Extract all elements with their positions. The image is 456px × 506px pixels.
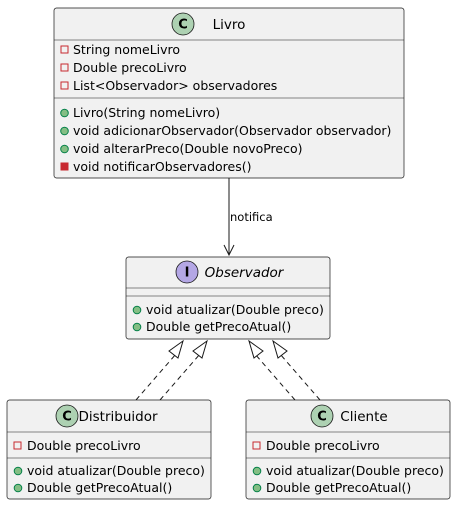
public-method-icon (60, 108, 69, 118)
public-method-icon (13, 483, 23, 493)
public-method-icon (252, 483, 262, 493)
cliente-method: Double getPrecoAtual() (266, 480, 411, 495)
association-notifica: notifica (223, 178, 273, 257)
realization-triangle-icon (192, 339, 208, 359)
distribuidor-title: Distribuidor (78, 409, 157, 425)
cliente-badge-letter: C (317, 410, 327, 425)
private-attribute-icon (60, 81, 69, 90)
class-badge-icon (310, 404, 334, 428)
arrow-head-icon (223, 244, 235, 257)
association-label: notifica (230, 210, 273, 224)
realization-triangle-icon (168, 339, 184, 359)
livro-method: void alterarPreco(Double novoPreco) (73, 141, 303, 156)
cliente-attribute: Double precoLivro (266, 438, 380, 453)
livro-attribute: Double precoLivro (73, 60, 187, 75)
private-attribute-icon (60, 63, 69, 72)
livro-attribute: List<Observador> observadores (73, 78, 277, 93)
interface-observador[interactable]: I Observador void atualizar(Double preco… (125, 256, 331, 340)
realization-distribuidor (135, 339, 208, 401)
public-method-icon (252, 466, 262, 476)
livro-method: void notificarObservadores() (73, 159, 252, 174)
class-badge-icon (55, 404, 79, 428)
class-livro[interactable]: C Livro String nomeLivro Double precoLiv… (53, 7, 405, 179)
livro-badge-letter: C (178, 18, 188, 33)
cliente-method: void atualizar(Double preco) (266, 463, 444, 478)
public-method-icon (132, 305, 142, 315)
observador-box (125, 256, 331, 340)
realization-cliente (248, 339, 321, 401)
distribuidor-method: void atualizar(Double preco) (27, 463, 205, 478)
livro-method: Livro(String nomeLivro) (73, 105, 220, 120)
observador-title: Observador (205, 265, 285, 281)
public-method-icon (13, 466, 23, 476)
distribuidor-badge-letter: C (62, 410, 72, 425)
private-attribute-icon (60, 45, 69, 54)
cliente-box (245, 399, 451, 500)
interface-badge-icon (175, 260, 199, 284)
realization-triangle-icon (272, 339, 288, 359)
realization-triangle-icon (248, 339, 264, 359)
private-method-icon (60, 162, 69, 171)
livro-title: Livro (213, 17, 246, 33)
livro-attribute: String nomeLivro (73, 42, 180, 57)
livro-method: void adicionarObservador(Observador obse… (73, 123, 391, 138)
class-distribuidor[interactable]: C Distribuidor Double precoLivro void at… (6, 399, 212, 500)
class-cliente[interactable]: C Cliente Double precoLivro void atualiz… (245, 399, 451, 500)
public-method-icon (60, 144, 69, 154)
private-attribute-icon (13, 441, 22, 450)
cliente-title: Cliente (340, 409, 387, 425)
public-method-icon (132, 322, 142, 332)
distribuidor-attribute: Double precoLivro (27, 438, 141, 453)
public-method-icon (60, 126, 69, 136)
private-attribute-icon (252, 441, 261, 450)
observador-method: void atualizar(Double preco) (146, 302, 324, 317)
distribuidor-box (6, 399, 212, 500)
observador-badge-letter: I (185, 266, 190, 281)
observador-method: Double getPrecoAtual() (146, 319, 291, 334)
class-badge-icon (171, 12, 195, 36)
distribuidor-method: Double getPrecoAtual() (27, 480, 172, 495)
